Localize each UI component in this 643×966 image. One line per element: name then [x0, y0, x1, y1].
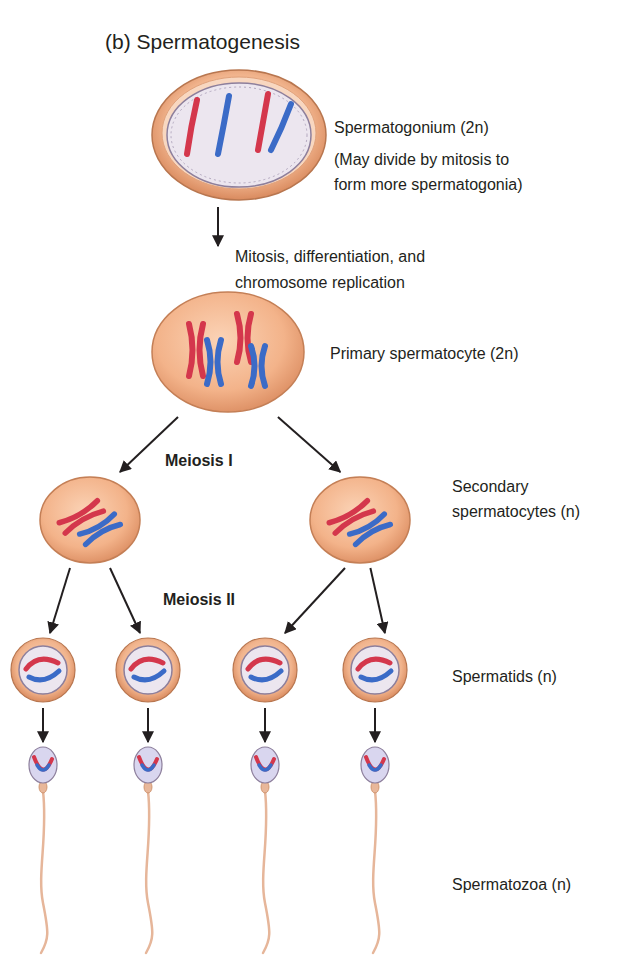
process-arrow: [374, 708, 376, 742]
cell-outline: [150, 68, 328, 202]
spermatid: [116, 638, 180, 702]
process-arrow: [370, 568, 385, 633]
cell-drawing: [310, 477, 410, 563]
spermatozoon: [29, 747, 57, 953]
phase-label: Meiosis II: [163, 591, 235, 609]
cell-drawing: [152, 70, 326, 200]
cell-drawing: [361, 747, 389, 953]
maturation-arrow: [147, 708, 149, 742]
division-arrow: [285, 568, 345, 633]
arrow-label: Mitosis, differentiation, and chromosome…: [235, 244, 480, 295]
division-arrow: [110, 568, 140, 633]
cell-outline: [355, 745, 395, 955]
division-arrows: [43, 417, 345, 742]
phase-label: Meiosis I: [165, 452, 233, 470]
spermatozoon: [251, 747, 279, 953]
spermatozoon: [134, 747, 162, 953]
stage-label: Spermatozoa (n): [452, 873, 632, 898]
primary-spermatocyte-cell: Primary spermatocyte (2n): [150, 290, 306, 415]
maturation-arrow: [42, 708, 44, 742]
cell-drawing: [152, 292, 304, 412]
spermatozoon-cell: Spermatozoa (n): [355, 745, 395, 955]
cell-drawing: [343, 638, 407, 702]
division-arrow: [50, 568, 70, 633]
secondary-spermatocyte: [40, 477, 140, 563]
cell-outline: [342, 637, 408, 703]
spermatogonium-cell: Spermatogonium (2n)(May divide by mitosi…: [150, 68, 328, 202]
maturation-arrow: [264, 708, 266, 742]
spermatid: [11, 638, 75, 702]
spermatid-cell: Spermatids (n): [342, 637, 408, 703]
stage-note: (May divide by mitosis to form more sper…: [334, 148, 539, 198]
secondary-spermatocyte-cell: Secondary spermatocytes (n): [308, 475, 412, 565]
cell-outline: [150, 290, 306, 415]
process-arrow: [217, 207, 219, 246]
stage-label: Spermatids (n): [452, 665, 622, 690]
stage-label: Spermatogonium (2n): [334, 116, 594, 141]
stage-label: Primary spermatocyte (2n): [330, 342, 590, 367]
cell-illustrations: [11, 477, 297, 953]
spermatid: [233, 638, 297, 702]
process-arrow: [278, 417, 340, 472]
cell-outline: [308, 475, 412, 565]
stage-label: Secondary spermatocytes (n): [452, 475, 602, 525]
diagram-title: (b) Spermatogenesis: [105, 30, 300, 54]
